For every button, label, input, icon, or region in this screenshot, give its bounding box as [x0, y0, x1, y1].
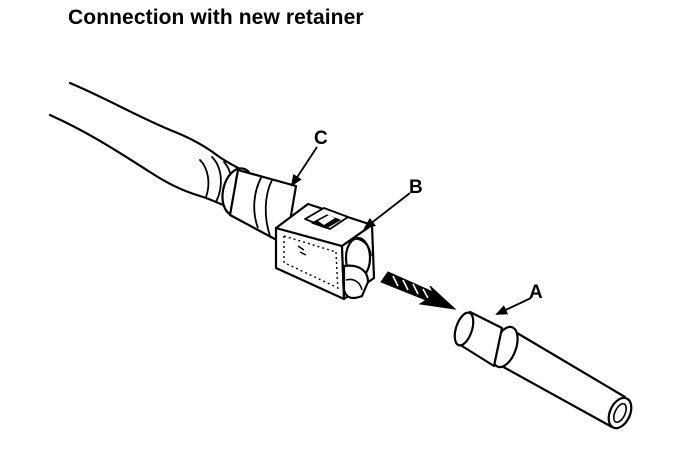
callout-label-a: A	[529, 282, 543, 303]
leader-line-a	[495, 297, 532, 315]
leader-line-b	[363, 192, 411, 230]
callout-label-b: B	[409, 177, 423, 198]
page-title: Connection with new retainer	[68, 6, 364, 29]
fuel-pipe	[453, 310, 633, 430]
retainer-housing	[274, 202, 376, 301]
fuel-hose	[48, 81, 248, 209]
callout-leaders	[290, 146, 532, 315]
callout-label-c: C	[314, 128, 328, 149]
disconnect-direction-arrow	[380, 271, 457, 310]
leader-line-c	[290, 146, 318, 187]
